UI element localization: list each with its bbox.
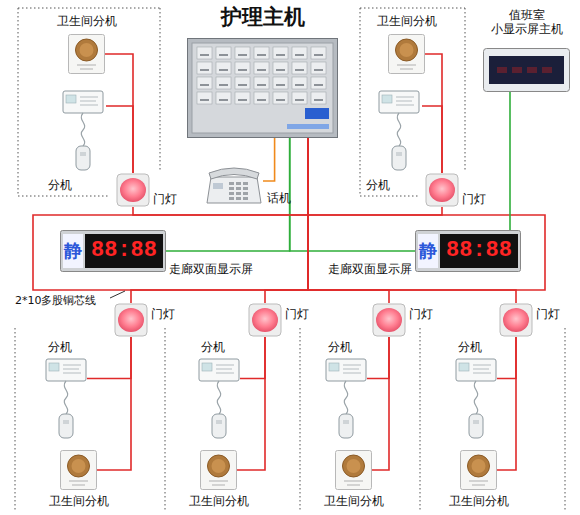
bedside-extension bbox=[198, 358, 240, 440]
node-label: 门灯 bbox=[285, 307, 309, 321]
signal-wire bbox=[367, 337, 389, 379]
bathroom-extension: 卫生间分机 bbox=[335, 450, 372, 490]
quiet-sign: 静 bbox=[64, 240, 82, 262]
bathroom-call-button bbox=[60, 450, 97, 490]
bathroom-call-button bbox=[335, 450, 372, 490]
door-light bbox=[114, 303, 148, 337]
host-title: 护理主机 bbox=[221, 4, 305, 30]
node-label: 卫生间分机 bbox=[449, 494, 509, 508]
nurse-host-panel bbox=[187, 38, 338, 138]
node-label: 走廊双面显示屏 bbox=[328, 262, 412, 276]
bed-extension: 分机 bbox=[62, 90, 106, 170]
bathroom-extension: 卫生间分机 bbox=[388, 34, 425, 74]
room-boundary bbox=[15, 328, 565, 512]
corridor-display: 静88:88走廊双面显示屏 bbox=[415, 230, 521, 272]
signal-wire bbox=[265, 138, 308, 303]
signal-wire bbox=[308, 138, 442, 215]
door-light bbox=[116, 173, 150, 207]
node-label: 走廊双面显示屏 bbox=[169, 262, 253, 276]
door-light bbox=[372, 303, 406, 337]
bed-extension: 分机 bbox=[198, 358, 240, 440]
signal-wire bbox=[425, 54, 442, 173]
node-label: 卫生间分机 bbox=[377, 14, 437, 28]
door-light bbox=[499, 303, 533, 337]
node-label: 分机 bbox=[201, 340, 225, 354]
leader-line bbox=[110, 291, 125, 298]
cable-note: 2*10多股铜芯线 bbox=[14, 294, 98, 307]
bathroom-call-button bbox=[388, 34, 425, 74]
bed-extension: 分机 bbox=[325, 358, 367, 440]
node-label: 门灯 bbox=[409, 307, 433, 321]
nurse-host: 护理主机 bbox=[187, 38, 338, 138]
room-boundaries bbox=[15, 8, 565, 512]
node-label: 分机 bbox=[48, 340, 72, 354]
door-light: 门灯 bbox=[372, 303, 406, 337]
node-label: 卫生间分机 bbox=[49, 494, 109, 508]
signal-wire bbox=[105, 54, 133, 173]
bedside-extension bbox=[455, 358, 497, 440]
bedside-extension bbox=[325, 358, 367, 440]
room-boundary bbox=[18, 8, 160, 196]
bathroom-extension: 卫生间分机 bbox=[460, 450, 497, 490]
signal-wire bbox=[240, 337, 265, 379]
door-light bbox=[425, 173, 459, 207]
corridor-display: 静88:88走廊双面显示屏 bbox=[60, 230, 166, 272]
door-light: 门灯 bbox=[116, 173, 150, 207]
signal-wire bbox=[422, 106, 442, 173]
bedside-extension bbox=[62, 90, 104, 172]
door-light: 门灯 bbox=[114, 303, 148, 337]
bathroom-extension: 卫生间分机 bbox=[200, 450, 237, 490]
node-label: 分机 bbox=[458, 340, 482, 354]
bed-extension: 分机 bbox=[378, 90, 422, 170]
node-label: 卫生间分机 bbox=[189, 494, 249, 508]
duty-display: 值班室 小显示屏主机 bbox=[483, 48, 570, 92]
bathroom-extension: 卫生间分机 bbox=[60, 450, 97, 490]
signal-wire bbox=[372, 337, 389, 470]
bathroom-call-button bbox=[200, 450, 237, 490]
bedside-extension bbox=[378, 90, 420, 172]
signal-wire bbox=[87, 337, 131, 379]
node-label: 门灯 bbox=[462, 192, 486, 206]
signal-wire bbox=[133, 138, 308, 215]
signal-wire bbox=[263, 138, 275, 181]
node-label: 卫生间分机 bbox=[57, 14, 117, 28]
node-label: 门灯 bbox=[153, 192, 177, 206]
node-label: 分机 bbox=[48, 178, 72, 192]
signal-wire bbox=[308, 138, 516, 303]
signal-wire bbox=[308, 138, 389, 303]
node-label: 话机 bbox=[267, 191, 291, 205]
signal-wire bbox=[497, 337, 516, 470]
telephone-icon bbox=[205, 155, 263, 207]
signal-wire bbox=[131, 138, 308, 303]
signal-wire bbox=[97, 337, 131, 470]
node-label: 门灯 bbox=[536, 307, 560, 321]
bedside-extension bbox=[45, 358, 87, 440]
signal-wire bbox=[237, 337, 265, 470]
telephone: 话机 bbox=[205, 155, 263, 207]
bathroom-call-button bbox=[460, 450, 497, 490]
bathroom-call-button bbox=[68, 34, 105, 74]
node-label: 卫生间分机 bbox=[324, 494, 384, 508]
node-label: 分机 bbox=[328, 340, 352, 354]
bed-extension: 分机 bbox=[45, 358, 87, 440]
led-digits: 88:88 bbox=[446, 238, 512, 264]
led-digits: 88:88 bbox=[91, 238, 157, 264]
door-light: 门灯 bbox=[499, 303, 533, 337]
duty-room-display bbox=[483, 48, 570, 92]
bathroom-extension: 卫生间分机 bbox=[68, 34, 105, 74]
signal-wire bbox=[106, 106, 133, 173]
node-label: 门灯 bbox=[151, 307, 175, 321]
node-label: 分机 bbox=[366, 178, 390, 192]
node-label: 值班室 小显示屏主机 bbox=[487, 8, 567, 36]
door-light: 门灯 bbox=[248, 303, 282, 337]
signal-wire bbox=[497, 337, 516, 379]
signal-wire bbox=[509, 92, 511, 230]
quiet-sign: 静 bbox=[419, 240, 437, 262]
door-light: 门灯 bbox=[425, 173, 459, 207]
room-boundary bbox=[360, 8, 465, 196]
door-light bbox=[248, 303, 282, 337]
bed-extension: 分机 bbox=[455, 358, 497, 440]
